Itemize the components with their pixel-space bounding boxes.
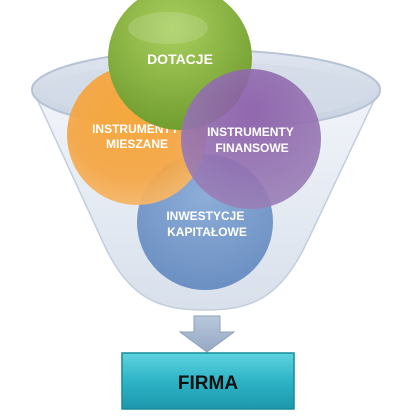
label-firma: FIRMA xyxy=(178,373,238,394)
svg-text:INWESTYCJE KAPITAŁOWE: INWESTYCJE KAPITAŁOWE xyxy=(166,209,247,239)
target-box-firma: FIRMA xyxy=(121,352,295,410)
label-inwestycje-line1: INWESTYCJE xyxy=(166,209,244,223)
circle-instrumenty-finansowe: INSTRUMENTY FINANSOWE xyxy=(181,69,321,209)
label-inwestycje-line2: KAPITAŁOWE xyxy=(167,225,247,239)
circle-instrumenty-finansowe-shape xyxy=(181,69,321,209)
svg-text:FIRMA: FIRMA xyxy=(178,373,238,394)
svg-text:DOTACJE: DOTACJE xyxy=(147,51,213,67)
label-dotacje: DOTACJE xyxy=(147,51,213,67)
down-arrow-icon xyxy=(178,315,236,353)
target-box-shape xyxy=(121,352,295,410)
svg-text:INSTRUMENTY FINANSOWE: INSTRUMENTY FINANSOWE xyxy=(207,125,297,155)
label-mieszane-line2: MIESZANE xyxy=(106,137,168,151)
label-finansowe-line1: INSTRUMENTY xyxy=(207,125,294,139)
label-finansowe-line2: FINANSOWE xyxy=(215,141,288,155)
